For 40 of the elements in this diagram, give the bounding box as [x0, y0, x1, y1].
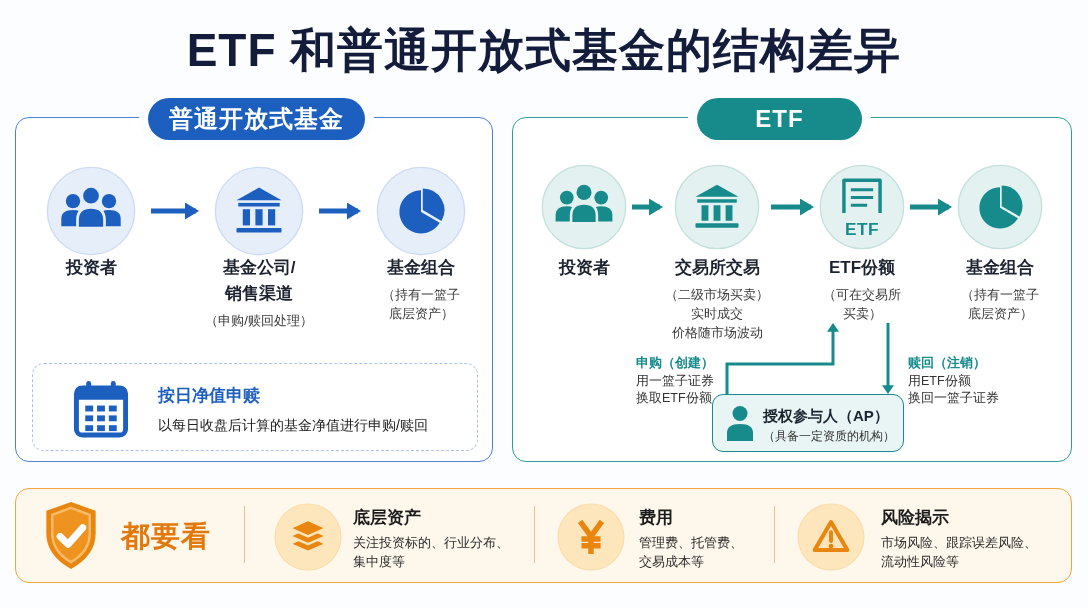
- annotation: 用一篮子证券: [636, 373, 714, 389]
- arrow: [725, 323, 840, 394]
- icon-label: ETF: [845, 218, 879, 241]
- item-title: 底层资产: [353, 507, 421, 528]
- node-label: 投资者: [558, 257, 610, 279]
- node-note: （二级市场买卖）: [665, 286, 769, 304]
- band-heading: 都要看: [121, 519, 211, 554]
- summary-band: [15, 488, 1072, 583]
- arrow: [771, 198, 814, 216]
- item-text: 市场风险、跟踪误差风险、流动性风险等: [881, 534, 1038, 571]
- node-note: （持有一篮子底层资产）: [381, 286, 461, 323]
- arrow: [319, 202, 361, 220]
- node-note: （具备一定资质的机构）: [763, 428, 895, 445]
- item-title: 风险揭示: [881, 507, 949, 528]
- note-title: 按日净值申赎: [158, 385, 260, 407]
- node-note: （持有一篮子底层资产）: [960, 286, 1040, 323]
- arrow: [632, 198, 663, 216]
- participant-box: [712, 394, 904, 452]
- node-label: 基金组合: [966, 257, 1034, 279]
- node-label: 投资者: [65, 257, 117, 279]
- node-label: 基金公司/销售渠道: [221, 257, 297, 305]
- annotation: 换取ETF份额: [636, 390, 712, 406]
- node-note: （申购/赎回处理）: [205, 312, 313, 330]
- node-label: ETF份额: [828, 257, 896, 279]
- note-box: [32, 363, 478, 451]
- node-label: 授权参与人（AP）: [763, 406, 889, 426]
- arrow: [910, 198, 952, 216]
- item-title: 费用: [639, 507, 673, 528]
- node-label: 交易所交易: [674, 257, 760, 279]
- arrow: [881, 323, 895, 394]
- node-label: 基金组合: [387, 257, 455, 279]
- annotation: 用ETF份额: [908, 373, 971, 389]
- title: ETF 和普通开放式基金的结构差异: [186, 23, 902, 78]
- annotation: 换回一篮子证券: [908, 390, 999, 406]
- node-note: 实时成交价格随市场波动: [671, 305, 763, 342]
- note-text: 以每日收盘后计算的基金净值进行申购/赎回: [158, 416, 428, 435]
- arrow: [151, 202, 199, 220]
- item-text: 管理费、托管费、交易成本等: [639, 534, 744, 571]
- item-text: 关注投资标的、行业分布、集中度等: [353, 534, 510, 571]
- node-note: （可在交易所买卖）: [822, 286, 902, 323]
